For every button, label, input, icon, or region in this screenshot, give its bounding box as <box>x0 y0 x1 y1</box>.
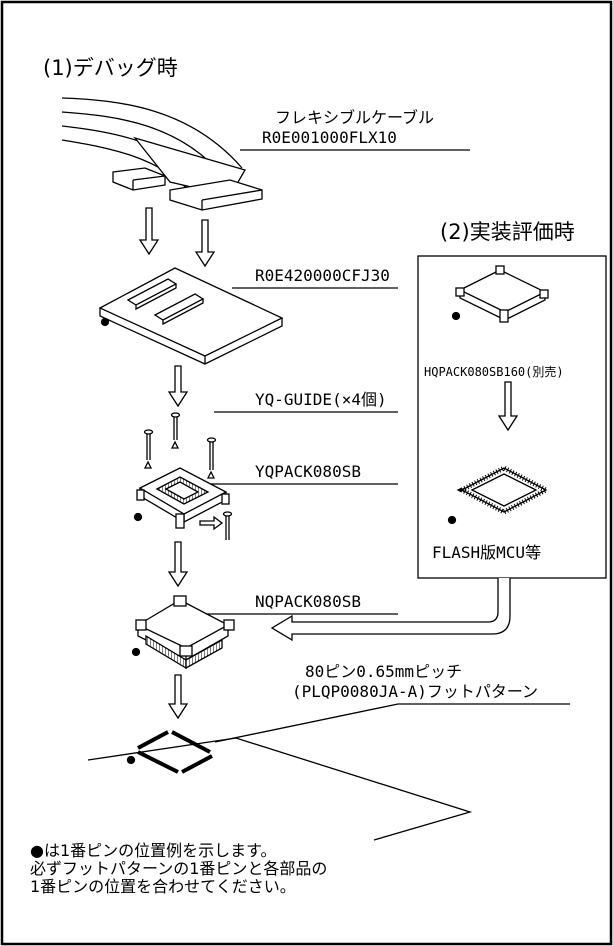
arrows-cable-to-board <box>138 207 216 268</box>
arrow-to-nqpack <box>270 578 511 642</box>
nqpack-part <box>135 595 235 670</box>
yqpack-part <box>136 467 230 529</box>
guide-label: YQ-GUIDE(×4個) <box>255 390 387 409</box>
flex-cable-part-no: R0E001000FLX10 <box>262 128 397 147</box>
yqpack-label: YQPACK080SB <box>255 462 361 481</box>
flex-cable <box>61 97 263 211</box>
footprint-line2: (PLQP0080JA-A)フットパターン <box>292 682 539 701</box>
flash-mcu-part <box>456 465 552 515</box>
hqpack-part <box>455 265 549 323</box>
note-line-1: ●は1番ピンの位置例を示します。 <box>30 841 277 860</box>
flex-cable-name: フレキシブルケーブル <box>275 108 435 127</box>
board-r0e420000cfj30 <box>98 267 284 365</box>
section2-title: (2)実装評価時 <box>440 220 575 244</box>
section2-box <box>417 255 607 579</box>
hqpack-label: HQPACK080SB160(別売) <box>424 365 564 379</box>
nqpack-label: NQPACK080SB <box>255 592 361 611</box>
footprint-line1: 80ピン0.65mmピッチ <box>305 662 463 681</box>
pin1-marker-board <box>100 317 110 327</box>
board-label: R0E420000CFJ30 <box>255 266 390 285</box>
section1-title: (1)デバッグ時 <box>43 56 178 80</box>
note-line-3: 1番ピンの位置を合わせてください。 <box>30 877 296 896</box>
footprint-plane <box>87 730 473 841</box>
note-line-2: 必ずフットパターンの1番ピンと各部品の <box>30 859 328 878</box>
flash-mcu-label: FLASH版MCU等 <box>432 543 542 562</box>
yq-guides <box>143 412 233 540</box>
